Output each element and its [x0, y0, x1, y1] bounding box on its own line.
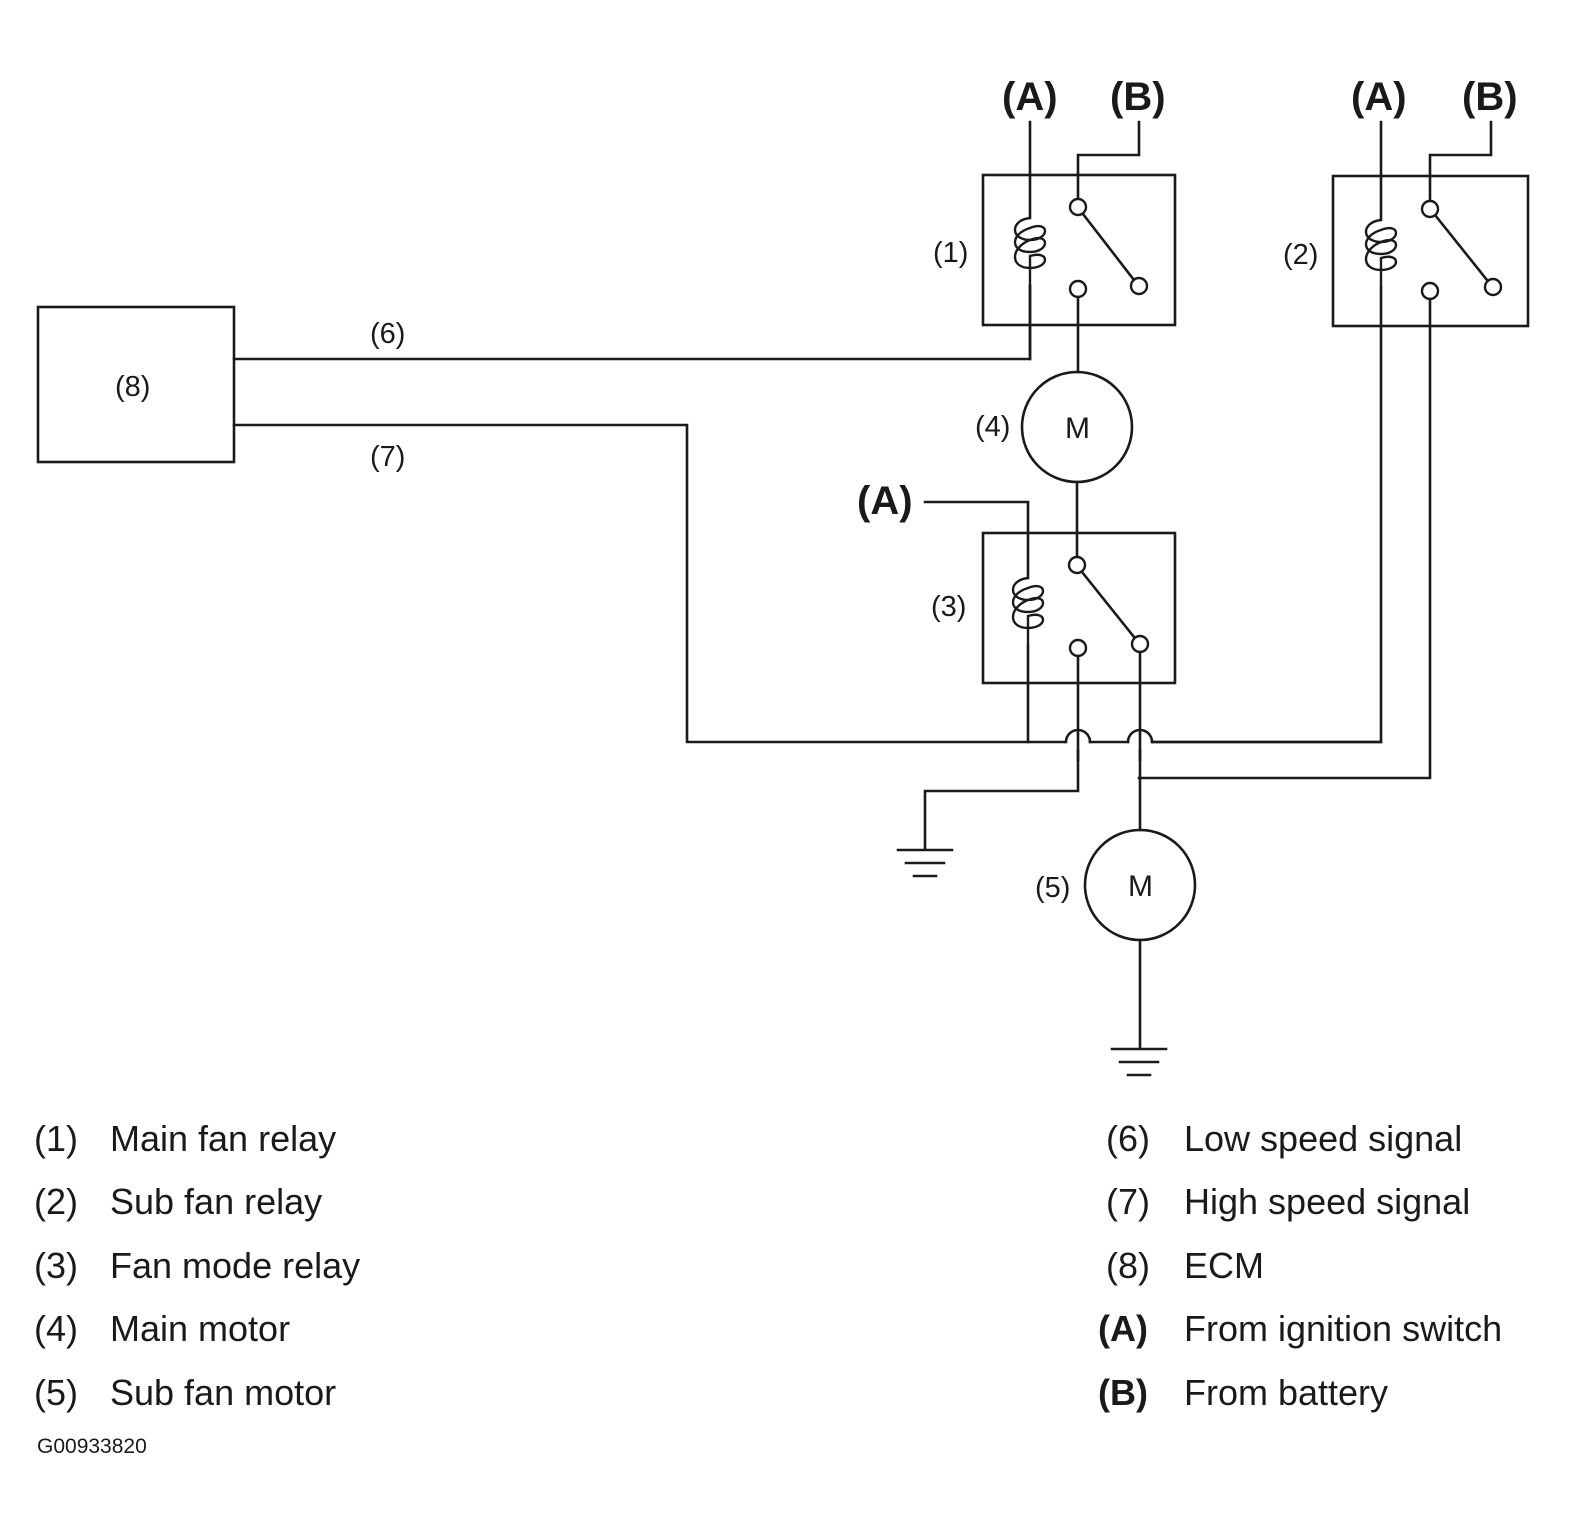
relay2-terminal-a: (A)	[1351, 75, 1407, 119]
legend-number: (B)	[1098, 1372, 1148, 1413]
main-motor-symbol: M	[1065, 412, 1090, 445]
legend-text: High speed signal	[1184, 1181, 1471, 1222]
legend-number: (7)	[1106, 1181, 1150, 1222]
wire-low-speed-signal	[232, 284, 1032, 361]
sub-motor-symbol: M	[1128, 870, 1153, 903]
ground-icon	[896, 848, 954, 878]
legend-text: Main motor	[110, 1308, 291, 1349]
ground-icon	[1110, 1047, 1168, 1077]
legend-text: ECM	[1184, 1245, 1264, 1286]
relay2-label: (2)	[1283, 239, 1318, 271]
legend-text: Fan mode relay	[110, 1245, 361, 1286]
legend-text: Sub fan motor	[110, 1372, 337, 1413]
wire6-label: (6)	[370, 318, 405, 350]
fan-mode-relay: (3)	[923, 500, 1177, 850]
fan-circuit-diagram: (8) (6) (7) (1) (A) (B) (2) (A) (B) M	[36, 75, 1530, 1077]
legend-text: Low speed signal	[1184, 1118, 1463, 1159]
motor5-label: (5)	[1035, 872, 1070, 904]
legend-text: Sub fan relay	[110, 1181, 323, 1222]
legend-text: From battery	[1184, 1372, 1389, 1413]
legend-number: (8)	[1106, 1245, 1150, 1286]
legend-number: (1)	[34, 1118, 78, 1159]
legend-number: (4)	[34, 1308, 78, 1349]
legend-number: (3)	[34, 1245, 78, 1286]
legend-left: (1) Main fan relay (2) Sub fan relay (3)…	[34, 1118, 534, 1438]
relay1-label: (1)	[933, 237, 968, 269]
main-fan-relay: (1)	[933, 120, 1177, 361]
motor4-label: (4)	[975, 411, 1010, 443]
relay2-terminal-b: (B)	[1462, 75, 1518, 119]
ecm-box	[36, 305, 236, 464]
legend-right: (6) Low speed signal (7) High speed sign…	[1098, 1118, 1558, 1438]
legend-number: (5)	[34, 1372, 78, 1413]
wire-high-speed-signal	[232, 423, 1070, 744]
legend-text: Main fan relay	[110, 1118, 337, 1159]
legend-text: From ignition switch	[1184, 1308, 1503, 1349]
legend-number: (2)	[34, 1181, 78, 1222]
relay2-coil	[1364, 218, 1398, 288]
figure-code: G00933820	[37, 1435, 147, 1458]
ecm-box-label: (8)	[115, 371, 150, 403]
legend-number: (6)	[1106, 1118, 1150, 1159]
relay1-terminal-a: (A)	[1002, 75, 1058, 119]
sub-fan-relay: (2)	[1137, 120, 1530, 780]
legend-number: (A)	[1098, 1308, 1148, 1349]
relay1-terminal-b: (B)	[1110, 75, 1166, 119]
relay3-label: (3)	[931, 591, 966, 623]
relay3-coil	[1011, 576, 1045, 646]
relay3-terminal-a: (A)	[857, 479, 913, 523]
relay1-coil	[1013, 216, 1047, 286]
wire7-label: (7)	[370, 441, 405, 473]
